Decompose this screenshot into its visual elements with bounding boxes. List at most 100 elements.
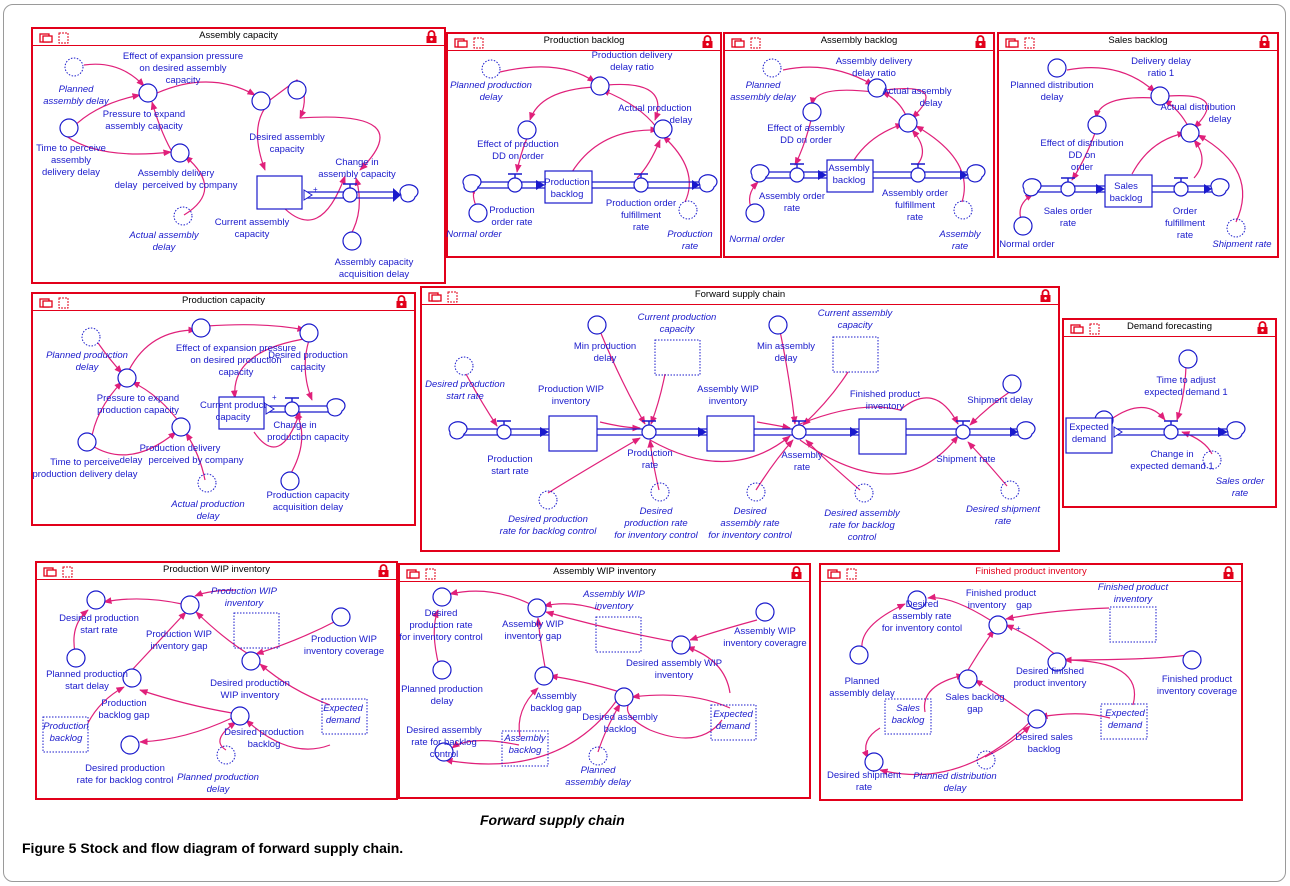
- node-label: delay: [1209, 114, 1232, 125]
- node-label: inventory: [655, 670, 694, 681]
- node-label: for inventory control: [399, 632, 482, 643]
- node-label: start rate: [446, 391, 484, 402]
- node-label: Planned production: [177, 772, 259, 783]
- node-label: rate: [1177, 230, 1193, 241]
- panel-title: Demand forecasting: [1126, 321, 1213, 332]
- node-label: assembly rate: [892, 611, 951, 622]
- caption-label: Figure 5: [22, 840, 77, 856]
- node-label: capacity: [838, 320, 874, 331]
- node-label: delay: [207, 784, 231, 795]
- node-label: on desired production: [190, 355, 281, 366]
- node-label: Production WIP: [311, 634, 377, 645]
- node-label: Production delivery: [140, 443, 221, 454]
- node-label: inventory: [866, 401, 905, 412]
- node-label: Desired assembly: [582, 712, 658, 723]
- view-toggle-icon[interactable]: [39, 31, 73, 49]
- node-label: rate for backlog: [411, 737, 476, 748]
- figure-subtitle: Forward supply chain: [480, 812, 625, 828]
- node-label: backlog: [892, 715, 925, 726]
- node-label: Sales order: [1216, 476, 1265, 487]
- view-toggle-icon[interactable]: [827, 567, 861, 585]
- node-label: inventory coverage: [304, 646, 384, 657]
- node-label: Time to perceive: [50, 457, 120, 468]
- node-label: perceived by company: [142, 180, 237, 191]
- lock-icon[interactable]: [396, 295, 407, 313]
- lock-icon[interactable]: [975, 35, 986, 53]
- node-label: Current assembly: [818, 308, 894, 319]
- node-label: Desired: [640, 506, 673, 517]
- node-label: rate for backlog control: [77, 775, 174, 786]
- view-toggle-icon[interactable]: [406, 567, 440, 585]
- node-label: Normal order: [729, 234, 785, 245]
- node-label: delay: [670, 115, 693, 126]
- node-label: backlog: [833, 175, 866, 186]
- view-toggle-icon[interactable]: [454, 36, 488, 54]
- node-label: Desired assembly: [406, 725, 482, 736]
- view-toggle-icon[interactable]: [43, 565, 77, 583]
- node-label: capacity: [270, 144, 305, 155]
- node-label: rate for backlog: [829, 520, 895, 531]
- node-label: delay: [594, 353, 617, 364]
- svg-text:+: +: [313, 185, 318, 194]
- node-label: backlog gap: [98, 710, 149, 721]
- lock-icon[interactable]: [1257, 321, 1268, 339]
- node-label: production rate: [623, 518, 687, 529]
- view-toggle-icon[interactable]: [428, 290, 462, 308]
- node-label: Pressure to expand: [97, 393, 179, 404]
- node-label: Production order: [606, 198, 676, 209]
- node-label: backlog: [248, 739, 281, 750]
- node-label: backlog: [1110, 193, 1143, 204]
- node-label: assembly capacity: [318, 169, 396, 180]
- figure-caption: Figure 5 Stock and flow diagram of forwa…: [22, 840, 403, 856]
- nodes-demand-forecasting: [1065, 349, 1246, 470]
- lock-icon[interactable]: [1223, 566, 1234, 584]
- node-label: fulfillment: [895, 200, 935, 211]
- links-assembly-backlog: [748, 66, 965, 211]
- node-label: Current product: [200, 400, 266, 411]
- view-toggle-icon[interactable]: [39, 296, 73, 314]
- node-label: rate: [794, 462, 810, 473]
- node-label: delay: [115, 180, 138, 191]
- node-label: Production: [627, 448, 672, 459]
- node-label: Desired sales: [1015, 732, 1073, 743]
- lock-icon[interactable]: [791, 566, 802, 584]
- node-label: delay: [431, 696, 454, 707]
- node-label: assembly delay: [565, 777, 632, 788]
- view-toggle-icon[interactable]: [1070, 322, 1104, 340]
- node-label: Min production: [574, 341, 636, 352]
- lock-icon[interactable]: [1259, 35, 1270, 53]
- lock-icon[interactable]: [1040, 289, 1051, 307]
- view-toggle-icon[interactable]: [731, 36, 765, 54]
- svg-text:+: +: [272, 393, 277, 402]
- node-label: rate: [642, 460, 658, 471]
- nodes-production-backlog: [462, 59, 718, 223]
- node-label: demand: [1072, 434, 1106, 445]
- node-label: inventory: [595, 601, 635, 612]
- links-assembly-wip-inventory: [432, 589, 758, 765]
- node-label: backlog: [1028, 744, 1061, 755]
- node-label: Actual production: [170, 499, 244, 510]
- node-label: control: [430, 749, 459, 760]
- node-label: Current production: [638, 312, 717, 323]
- node-label: delay: [1041, 92, 1064, 103]
- node-label: Actual assembly: [128, 230, 199, 241]
- lock-icon[interactable]: [378, 564, 389, 582]
- node-label: Production WIP: [146, 629, 212, 640]
- node-label: assembly delay: [43, 96, 110, 107]
- node-label: Desired production: [210, 678, 290, 689]
- node-label: Change in: [273, 420, 316, 431]
- node-label: Assembly WIP: [734, 626, 796, 637]
- node-label: gap: [967, 704, 983, 715]
- links-assembly-capacity: [65, 63, 381, 237]
- node-label: delay: [480, 92, 504, 103]
- node-label: rate: [1060, 218, 1076, 229]
- node-label: demand: [1108, 720, 1143, 731]
- node-label: order: [1071, 162, 1093, 173]
- node-label: Production: [544, 177, 589, 188]
- view-toggle-icon[interactable]: [1005, 36, 1039, 54]
- lock-icon[interactable]: [426, 30, 437, 48]
- node-label: Finished product: [850, 389, 921, 400]
- lock-icon[interactable]: [702, 35, 713, 53]
- panel-assembly-backlog: Assembly backlog: [723, 32, 995, 258]
